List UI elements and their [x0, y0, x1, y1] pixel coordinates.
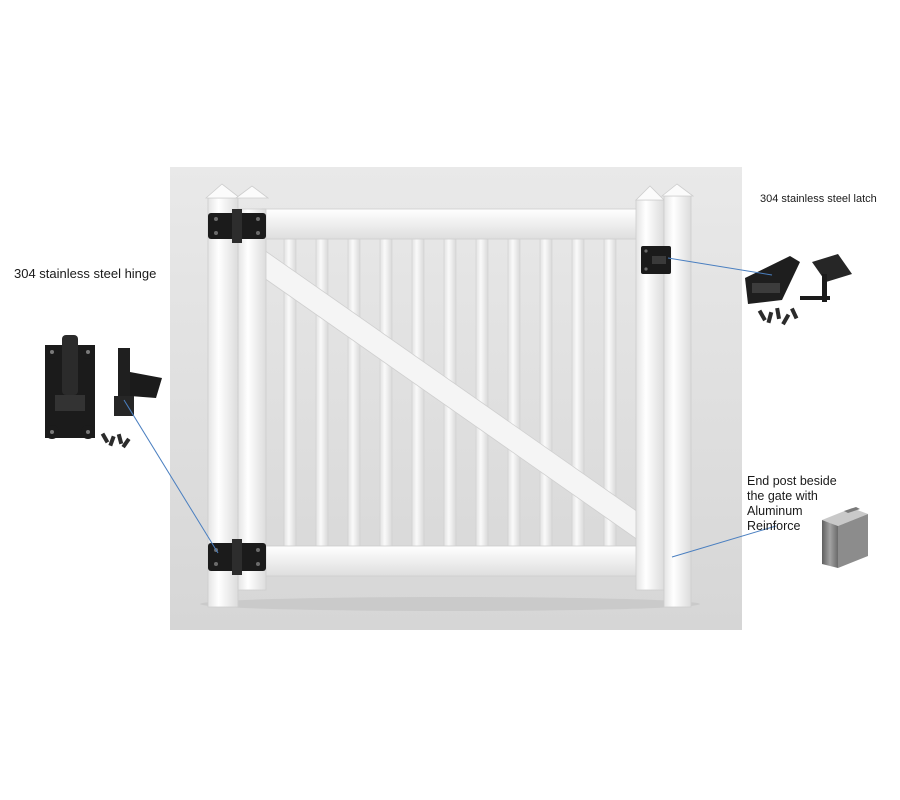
- spring-hinge-icon: [208, 209, 266, 243]
- picket: [411, 237, 425, 549]
- hinge-detail: [45, 335, 162, 449]
- end-post-label-line: Reinforce: [747, 519, 801, 533]
- stile-cap-left: [234, 185, 270, 199]
- picket: [571, 237, 585, 549]
- hinge-leader: [123, 399, 219, 554]
- end-post-label-line: End post beside: [747, 474, 837, 488]
- end-post-label-line: Aluminum: [747, 504, 803, 518]
- aluminum-insert-icon: [822, 507, 868, 568]
- latch-label: 304 stainless steel latch: [760, 193, 877, 205]
- end-post-label-line: the gate with: [747, 489, 818, 503]
- gate-stile-cap: [635, 185, 665, 201]
- hinge-post-cap: [204, 183, 242, 199]
- hinge-label: 304 stainless steel hinge: [14, 266, 157, 281]
- leader-lines: [123, 257, 777, 558]
- end-post-cap: [660, 183, 695, 197]
- picket: [379, 237, 393, 549]
- picket: [315, 237, 329, 549]
- latch-detail: [745, 254, 852, 326]
- hinge-post: [207, 197, 239, 608]
- picket: [507, 237, 521, 549]
- spring-hinge-icon: [208, 539, 266, 575]
- gravity-latch-icon: [641, 246, 671, 274]
- picket: [475, 237, 489, 549]
- top-rail: [261, 208, 639, 240]
- pickets: [283, 237, 617, 549]
- latch-leader: [667, 257, 773, 276]
- post-leader: [671, 525, 777, 558]
- gate-stile-left: [237, 208, 267, 591]
- picket: [539, 237, 553, 549]
- bottom-rail: [261, 545, 639, 577]
- end-post-label: End post beside the gate with Aluminum R…: [747, 474, 872, 534]
- picket: [347, 237, 361, 549]
- floor-shadow: [200, 597, 700, 611]
